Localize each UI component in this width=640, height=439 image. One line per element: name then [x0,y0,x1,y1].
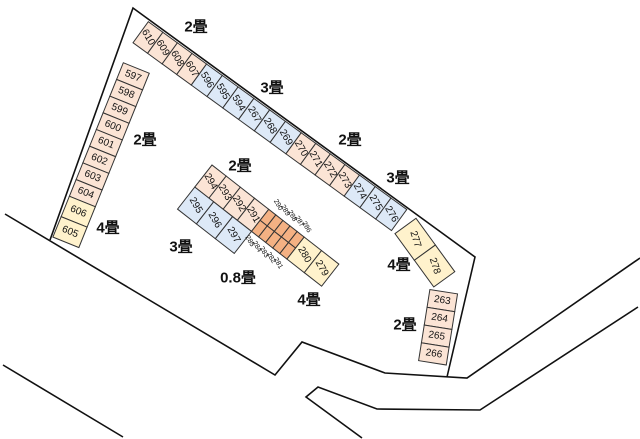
size-labels: 2畳 3畳 2畳 3畳 2畳 2畳 4畳 3畳 0.8畳 4畳 4畳 2畳 [96,19,416,334]
unit-297[interactable]: 297 [214,215,253,255]
size-label: 2畳 [228,158,251,175]
unit-609[interactable]: 609 [146,31,179,65]
unit-number: 278 [427,256,443,276]
unit-295[interactable]: 295 [176,186,215,225]
unit-number: 263 [433,294,452,308]
unit-block-middle: 2942932922912952962972902852892842882832… [176,164,340,287]
unit-number: 277 [407,230,423,250]
unit-270[interactable]: 270 [285,132,317,166]
locker-number: 281 [272,257,284,271]
unit-box[interactable] [413,244,456,288]
units-layer: 6106096086075965955942672682692702712722… [52,21,459,366]
locker-number: 289 [279,204,291,218]
unit-number: 264 [430,312,449,326]
locker-number: 283 [258,246,270,260]
unit-269[interactable]: 269 [269,120,302,155]
unit-280[interactable]: 280 [286,236,323,274]
size-label: 3畳 [169,239,192,256]
unit-601[interactable]: 601 [88,128,123,158]
unit-600[interactable]: 600 [95,112,130,141]
size-label: 4畳 [387,257,410,274]
locker-number: 286 [300,220,312,234]
unit-row-top: 6106096086075965955942672682692702712722… [132,21,408,232]
locker-number: 285 [244,234,256,248]
unit-597[interactable]: 597 [115,62,150,91]
unit-264[interactable]: 264 [423,306,456,331]
unit-599[interactable]: 599 [102,95,137,124]
unit-number: 266 [425,347,444,361]
locker-number: 284 [251,240,263,254]
unit-602[interactable]: 602 [82,145,117,175]
road-edge-upper [4,213,640,379]
unit-265[interactable]: 265 [420,324,453,348]
unit-598[interactable]: 598 [109,78,144,108]
site-lines [2,6,640,439]
unit-263[interactable]: 263 [426,288,459,313]
road-edge-lower [304,306,639,439]
unit-box[interactable] [214,215,253,255]
unit-276[interactable]: 276 [375,197,408,232]
unit-box[interactable] [52,216,88,249]
size-label: 4畳 [297,292,320,309]
size-label: 2畳 [338,132,361,149]
unit-279[interactable]: 279 [303,249,340,287]
road-edge-lower-left [2,364,124,438]
unit-278[interactable]: 278 [413,244,456,288]
size-label: 2畳 [393,317,416,334]
size-label: 4畳 [96,220,119,237]
unit-box[interactable] [418,342,450,366]
unit-605[interactable]: 605 [52,216,88,249]
unit-box[interactable] [375,197,408,232]
unit-595[interactable]: 595 [206,74,239,109]
unit-number: 265 [428,329,447,343]
locker-number: 290 [272,198,284,212]
unit-column-right: 263 264 265 266 [418,288,459,366]
locker-number: 288 [286,209,298,223]
unit-268[interactable]: 268 [253,109,287,144]
unit-274[interactable]: 274 [343,174,376,209]
site-boundary [49,6,476,378]
unit-266[interactable]: 266 [418,342,450,366]
size-label: 2畳 [184,19,207,36]
size-label: 0.8畳 [220,270,256,287]
locker-number: 287 [293,215,305,229]
locker-number: 282 [265,251,277,265]
size-label: 2畳 [133,132,156,149]
unit-box[interactable] [303,249,340,287]
size-label: 3畳 [386,170,409,187]
unit-277[interactable]: 277 [394,217,437,261]
unit-606[interactable]: 606 [60,195,96,228]
size-label: 3畳 [260,80,283,97]
